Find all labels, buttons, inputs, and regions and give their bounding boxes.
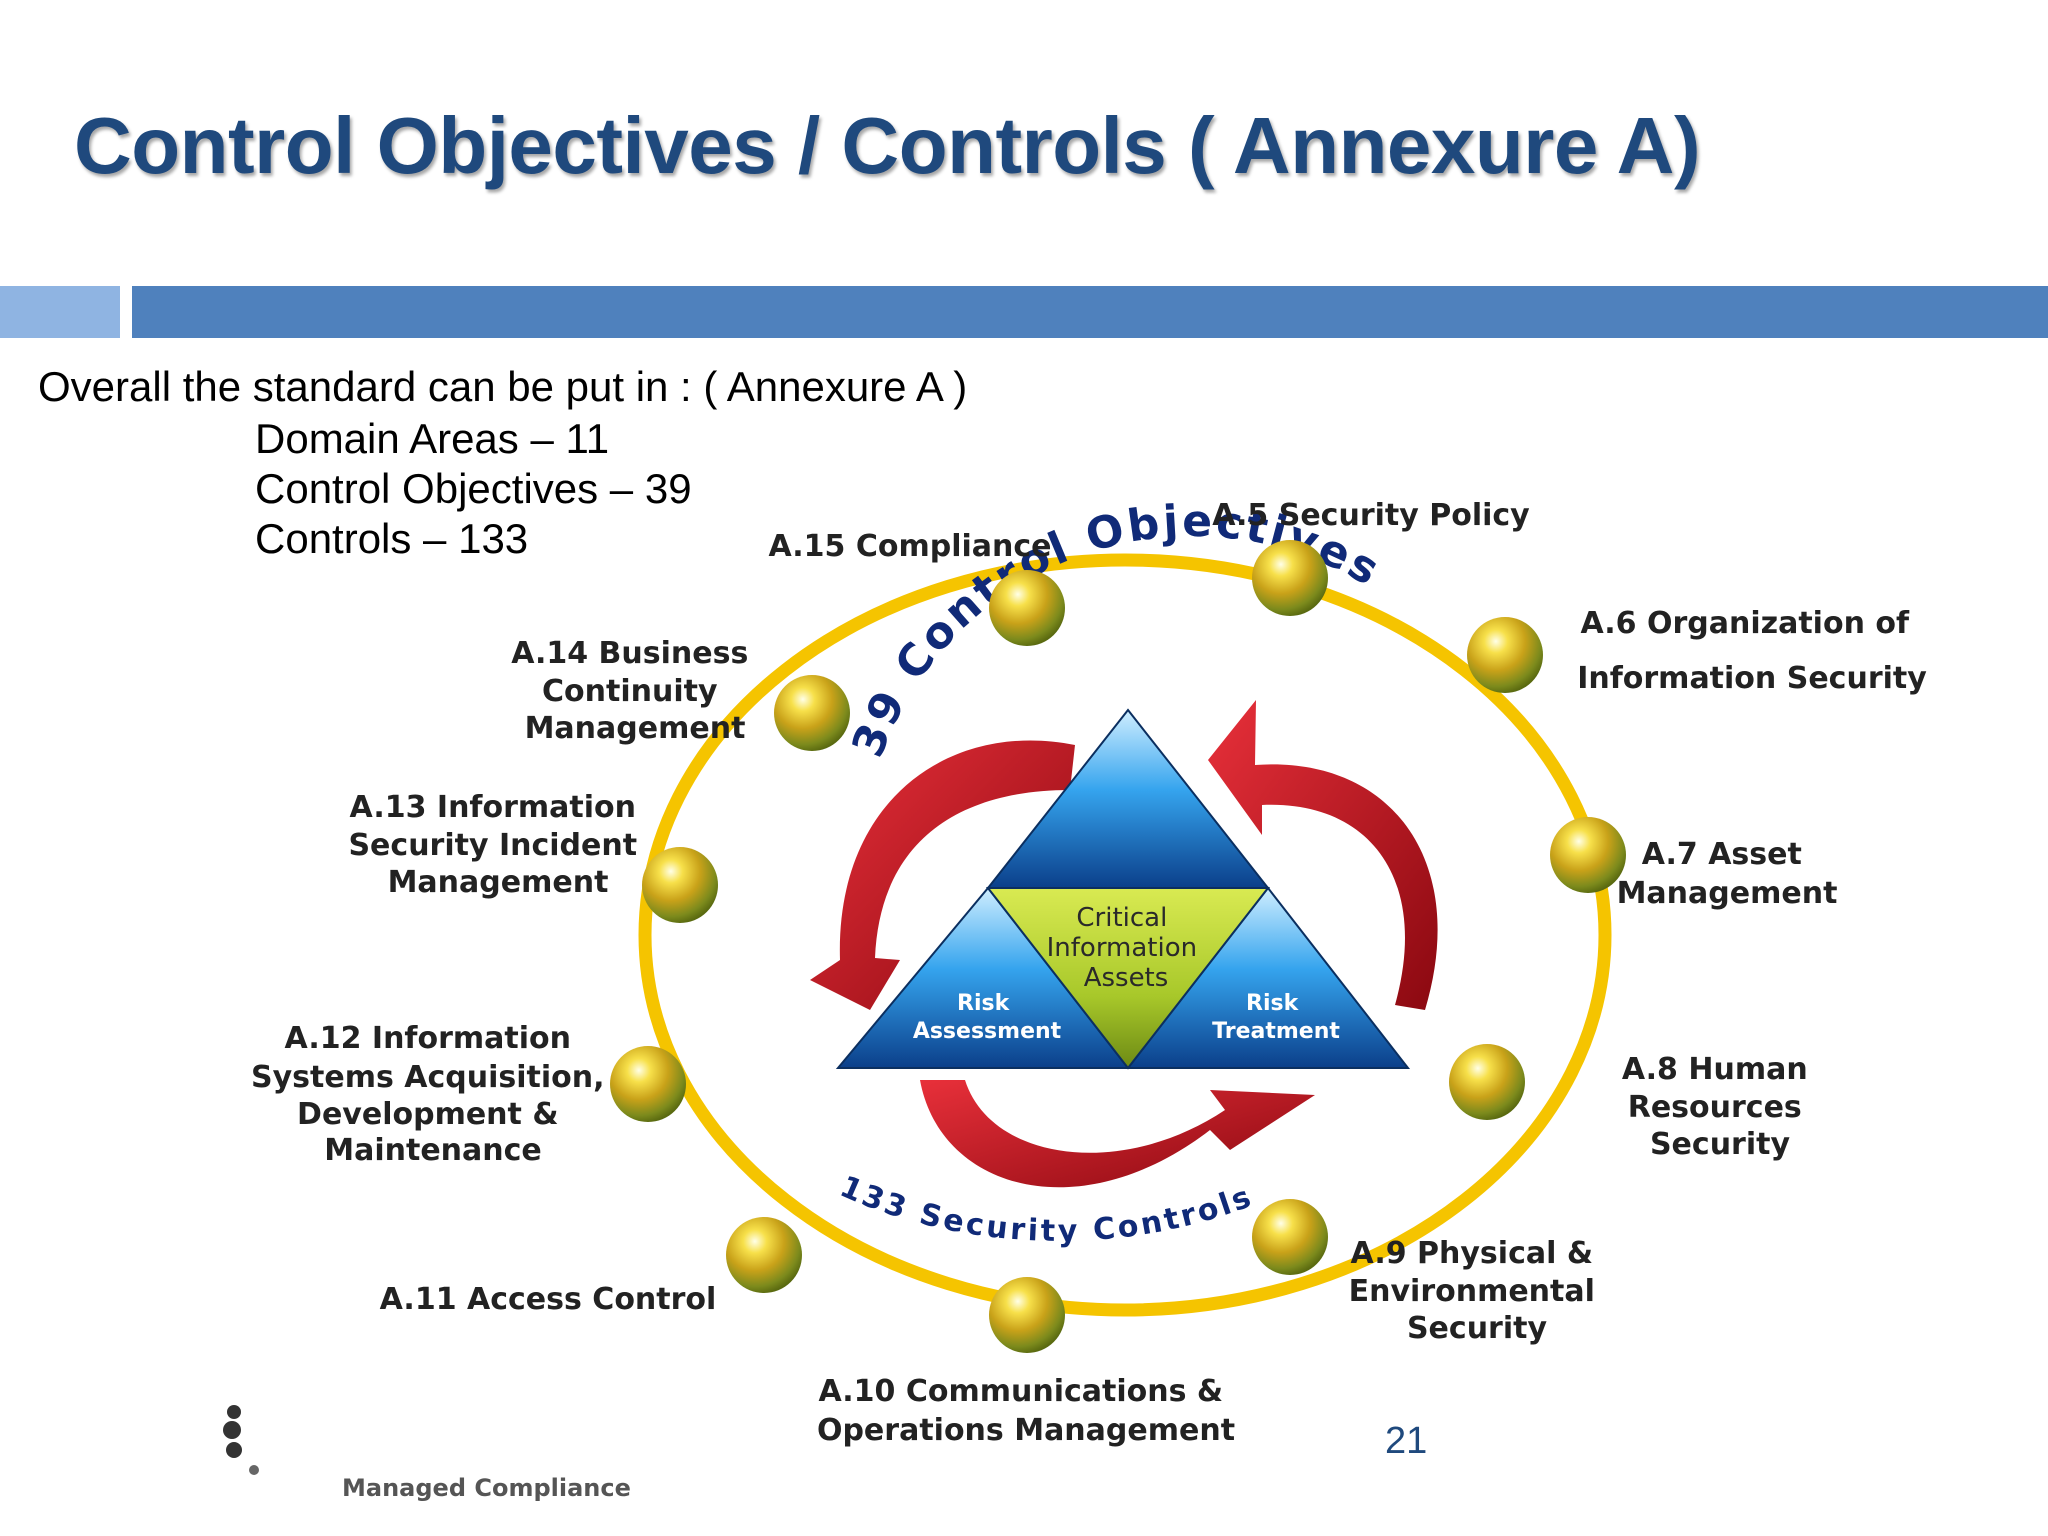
label-a11: A.11 Access Control — [380, 1282, 717, 1317]
intro-text: Overall the standard can be put in : ( A… — [38, 363, 968, 410]
node-a10 — [989, 1277, 1065, 1353]
label-a9: A.9 Physical & Environmental Security — [1349, 1236, 1606, 1346]
cycle-arrow-left — [810, 740, 1075, 1010]
risk-assessment-label: Risk Assessment — [913, 991, 1062, 1044]
stat-control-objectives: Control Objectives – 39 — [255, 465, 692, 512]
critical-assets-triangle — [985, 887, 1271, 1070]
header-accent-bar — [132, 286, 2048, 338]
node-a13 — [642, 847, 718, 923]
node-a8 — [1449, 1044, 1525, 1120]
node-a12 — [610, 1046, 686, 1122]
company-logo-mark — [223, 1405, 259, 1475]
node-a15 — [989, 570, 1065, 646]
label-a12: A.12 Information Systems Acquisition, De… — [251, 1021, 615, 1168]
footer-logo-text: Managed Compliance — [342, 1474, 631, 1502]
label-a15: A.15 Compliance — [768, 529, 1051, 564]
node-a5 — [1252, 540, 1328, 616]
stat-controls: Controls – 133 — [255, 515, 529, 562]
critical-assets-label: Critical Information Assets — [1047, 903, 1206, 993]
label-a13: A.13 Information Security Incident Manag… — [348, 790, 647, 900]
node-a6 — [1467, 617, 1543, 693]
stat-domain-areas: Domain Areas – 11 — [255, 415, 610, 462]
domain-ring — [638, 553, 1612, 1317]
label-a10: A.10 Communications & Operations Managem… — [817, 1374, 1235, 1448]
cycle-arrow-right — [1208, 700, 1438, 1010]
node-a14 — [774, 675, 850, 751]
cycle-arrow-bottom — [920, 1080, 1315, 1188]
node-a11 — [726, 1217, 802, 1293]
label-a14: A.14 Business Continuity Management — [511, 636, 759, 746]
top-triangle — [985, 708, 1271, 889]
domain-nodes — [610, 540, 1626, 1353]
label-a7: A.7 Asset Management — [1617, 837, 1838, 911]
label-a6: A.6 Organization of Information Security — [1577, 606, 1927, 696]
page-number: 21 — [1385, 1420, 1428, 1462]
node-a7 — [1550, 817, 1626, 893]
risk-treatment-label: Risk Treatment — [1212, 991, 1340, 1044]
header-accent-bar-left — [0, 286, 120, 338]
label-a8: A.8 Human Resources Security — [1622, 1052, 1818, 1162]
label-a5: A.5 Security Policy — [1212, 498, 1530, 533]
node-a9 — [1252, 1199, 1328, 1275]
slide-title: Control Objectives / Controls ( Annexure… — [74, 101, 1701, 190]
